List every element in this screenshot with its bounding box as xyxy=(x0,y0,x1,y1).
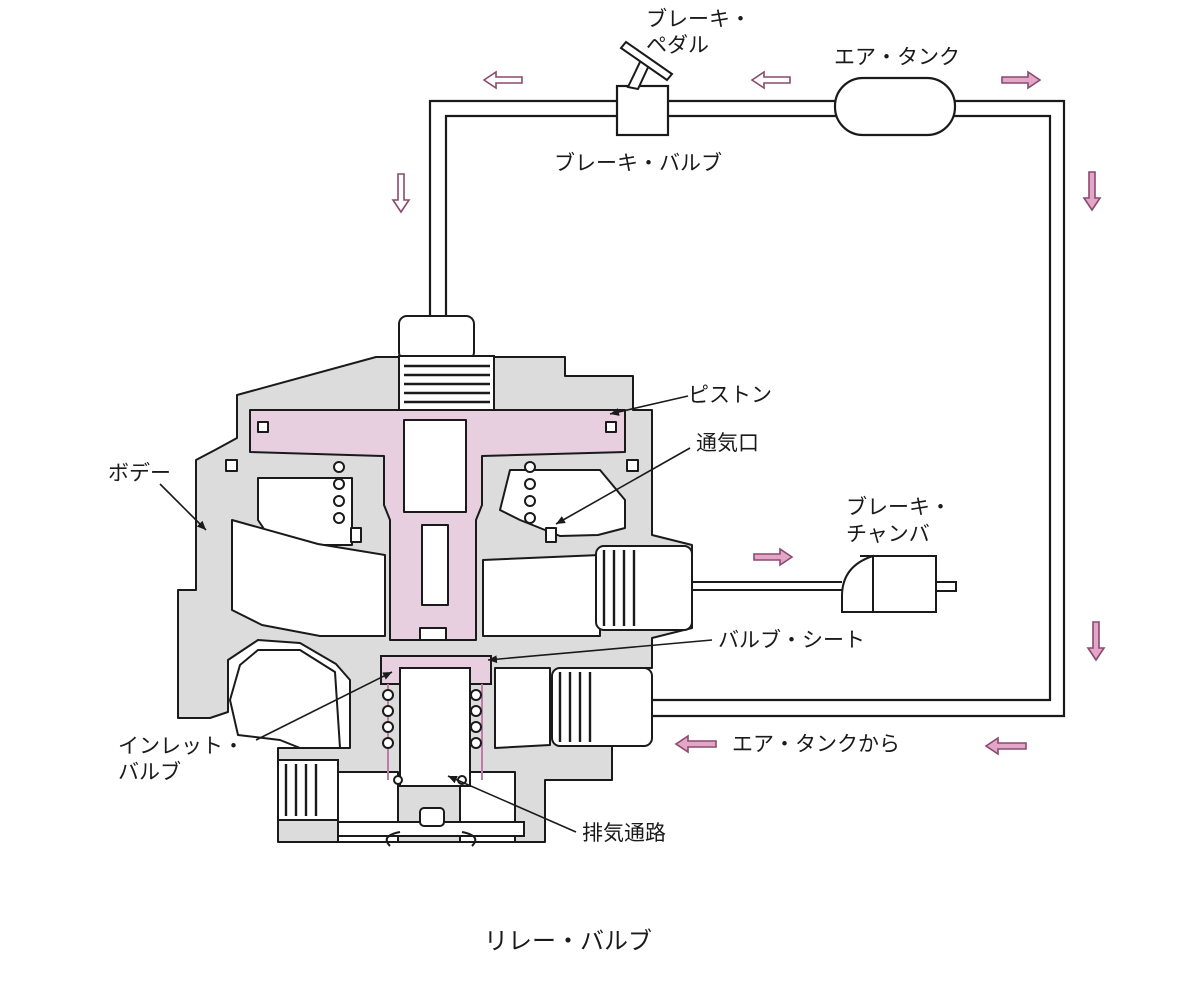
label-inlet-valve-line2: バルブ xyxy=(118,760,181,784)
flow-arrow-right xyxy=(753,547,794,567)
exhaust-port-threads xyxy=(277,759,339,821)
air-tank xyxy=(833,76,957,137)
flow-arrow-down xyxy=(1082,171,1102,212)
brake-chamber xyxy=(692,554,957,613)
inlet-valve xyxy=(380,655,492,787)
label-valve-seat: バルブ・シート xyxy=(718,628,865,652)
flow-arrow-left xyxy=(674,734,717,754)
leader-inlet-valve xyxy=(255,671,393,741)
flow-arrows xyxy=(391,70,1106,756)
label-piston: ピストン xyxy=(688,383,772,407)
label-brake-pedal-line1: ブレーキ・ xyxy=(646,7,751,31)
inlet-port-air-tank xyxy=(551,667,653,747)
label-vent: 通気口 xyxy=(696,431,759,455)
air-piping xyxy=(428,99,1066,718)
label-exhaust-passage: 排気通路 xyxy=(582,821,666,845)
outlet-port-brake-chamber xyxy=(595,545,693,631)
label-brake-chamber-line2: チャンバ xyxy=(846,522,930,546)
leader-exhaust-passage xyxy=(447,775,577,833)
leader-piston xyxy=(609,395,689,416)
brake-valve xyxy=(615,40,674,137)
diagram-caption: リレー・バルブ xyxy=(484,927,652,955)
exhaust-cap xyxy=(337,807,525,847)
flow-arrow-left xyxy=(984,736,1027,756)
label-brake-chamber-line1: ブレーキ・ xyxy=(846,495,951,519)
flow-arrow-down xyxy=(1086,621,1106,662)
leader-body xyxy=(159,483,207,531)
label-brake-valve: ブレーキ・バルブ xyxy=(554,151,722,175)
flow-arrow-down xyxy=(391,173,411,214)
leader-lines xyxy=(159,395,713,833)
control-port xyxy=(398,315,495,415)
flow-arrow-left xyxy=(750,70,791,90)
label-from-air-tank: エア・タンクから xyxy=(732,732,900,756)
piston-return-springs xyxy=(333,461,536,524)
inlet-valve-springs xyxy=(382,689,482,749)
label-inlet-valve-line1: インレット・ xyxy=(118,734,244,758)
brake-pedal-arm xyxy=(619,40,674,82)
piston xyxy=(249,409,626,641)
leader-valve-seat xyxy=(487,639,713,664)
flow-arrow-left xyxy=(482,70,523,90)
label-body: ボデー xyxy=(108,461,171,485)
label-air-tank: エア・タンク xyxy=(834,45,960,69)
flow-arrow-right xyxy=(1001,70,1042,90)
label-brake-pedal-line2: ペダル xyxy=(646,33,709,57)
leader-vent xyxy=(555,447,691,525)
